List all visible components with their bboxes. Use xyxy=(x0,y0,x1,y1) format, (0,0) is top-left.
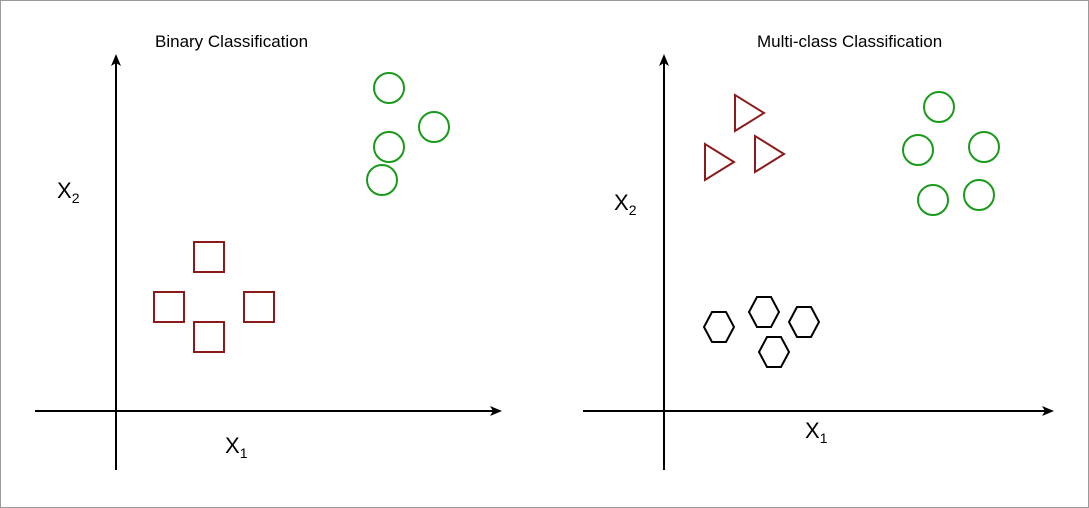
black-hexagon-marker xyxy=(747,296,781,328)
red-square-marker xyxy=(243,291,275,323)
panel-title-multiclass: Multi-class Classification xyxy=(757,32,942,51)
red-triangle-marker xyxy=(704,142,736,182)
red-square-marker xyxy=(193,321,225,353)
x-axis-label-binary: X1 xyxy=(225,433,248,461)
green-circle-marker xyxy=(963,179,995,211)
black-hexagon-marker xyxy=(702,311,736,343)
green-circle-marker xyxy=(373,131,405,163)
x-axis-label-multiclass: X1 xyxy=(805,418,828,446)
panel-multiclass: Multi-class Classification X1 X2 xyxy=(583,32,1054,470)
red-triangle-marker xyxy=(734,93,766,133)
black-hexagon-marker xyxy=(787,306,821,338)
red-triangle-marker xyxy=(754,134,786,174)
panel-binary: Binary Classification X1 X2 xyxy=(35,32,502,470)
green-circle-marker xyxy=(968,131,1000,163)
green-circle-marker xyxy=(418,111,450,143)
green-circle-marker xyxy=(902,134,934,166)
green-circle-marker xyxy=(923,91,955,123)
red-square-marker xyxy=(153,291,185,323)
green-circle-marker xyxy=(917,184,949,216)
panel-title-binary: Binary Classification xyxy=(155,32,308,51)
red-square-marker xyxy=(193,241,225,273)
green-circle-marker xyxy=(373,72,405,104)
green-circle-marker xyxy=(366,164,398,196)
y-axis-label-multiclass: X2 xyxy=(614,190,637,218)
y-axis-label-binary: X2 xyxy=(57,178,80,206)
black-hexagon-marker xyxy=(757,336,791,368)
